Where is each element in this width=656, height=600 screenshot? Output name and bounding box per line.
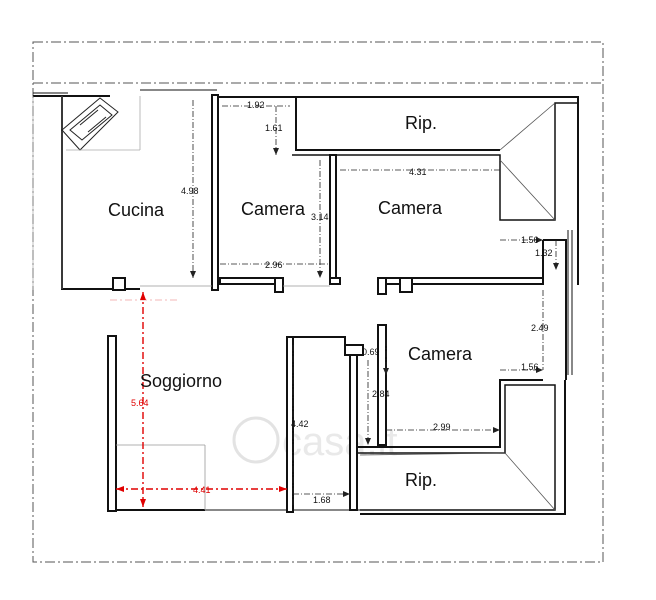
dimension-label: 1.92 (247, 100, 265, 110)
dimension-label: 2.49 (531, 323, 549, 333)
dimension-label: 1.32 (535, 248, 553, 258)
room-label-soggiorno: Soggiorno (140, 371, 222, 391)
dimension-label: 1.68 (313, 495, 331, 505)
dimension-label-highlight: 4.41 (193, 485, 211, 495)
room-label-cucina: Cucina (108, 200, 165, 220)
dimension-label: 3.14 (311, 212, 329, 222)
dimension-ticks (190, 148, 559, 497)
dimension-label: 0.69 (362, 347, 380, 357)
door-openings (116, 285, 330, 510)
storage-diagonals (359, 102, 556, 511)
walls (33, 89, 579, 515)
dimension-label: 2.96 (265, 260, 283, 270)
room-label-camera-mid: Camera (241, 199, 306, 219)
dimension-label: 4.31 (409, 167, 427, 177)
wall-hatching (32, 96, 63, 290)
dimension-label: 4.98 (181, 186, 199, 196)
dimension-label: 2.84 (372, 389, 390, 399)
room-label-camera-top-right: Camera (378, 198, 443, 218)
room-label-rip-top: Rip. (405, 113, 437, 133)
dimension-lines (192, 100, 557, 505)
highlight-ticks (116, 292, 287, 507)
dimension-label: 1.56 (521, 235, 539, 245)
dimension-label: 1.61 (265, 123, 283, 133)
room-label-camera-bottom-right: Camera (408, 344, 473, 364)
dimension-label: 1.56 (521, 362, 539, 372)
property-boundary (32, 41, 604, 563)
dimension-label: 2.99 (433, 422, 451, 432)
room-label-rip-bottom: Rip. (405, 470, 437, 490)
kitchen-corner-unit (61, 96, 141, 151)
dimension-label-highlight: 5.64 (131, 398, 149, 408)
watermark: casa.it (232, 416, 398, 464)
dimension-label: 4.42 (291, 419, 309, 429)
